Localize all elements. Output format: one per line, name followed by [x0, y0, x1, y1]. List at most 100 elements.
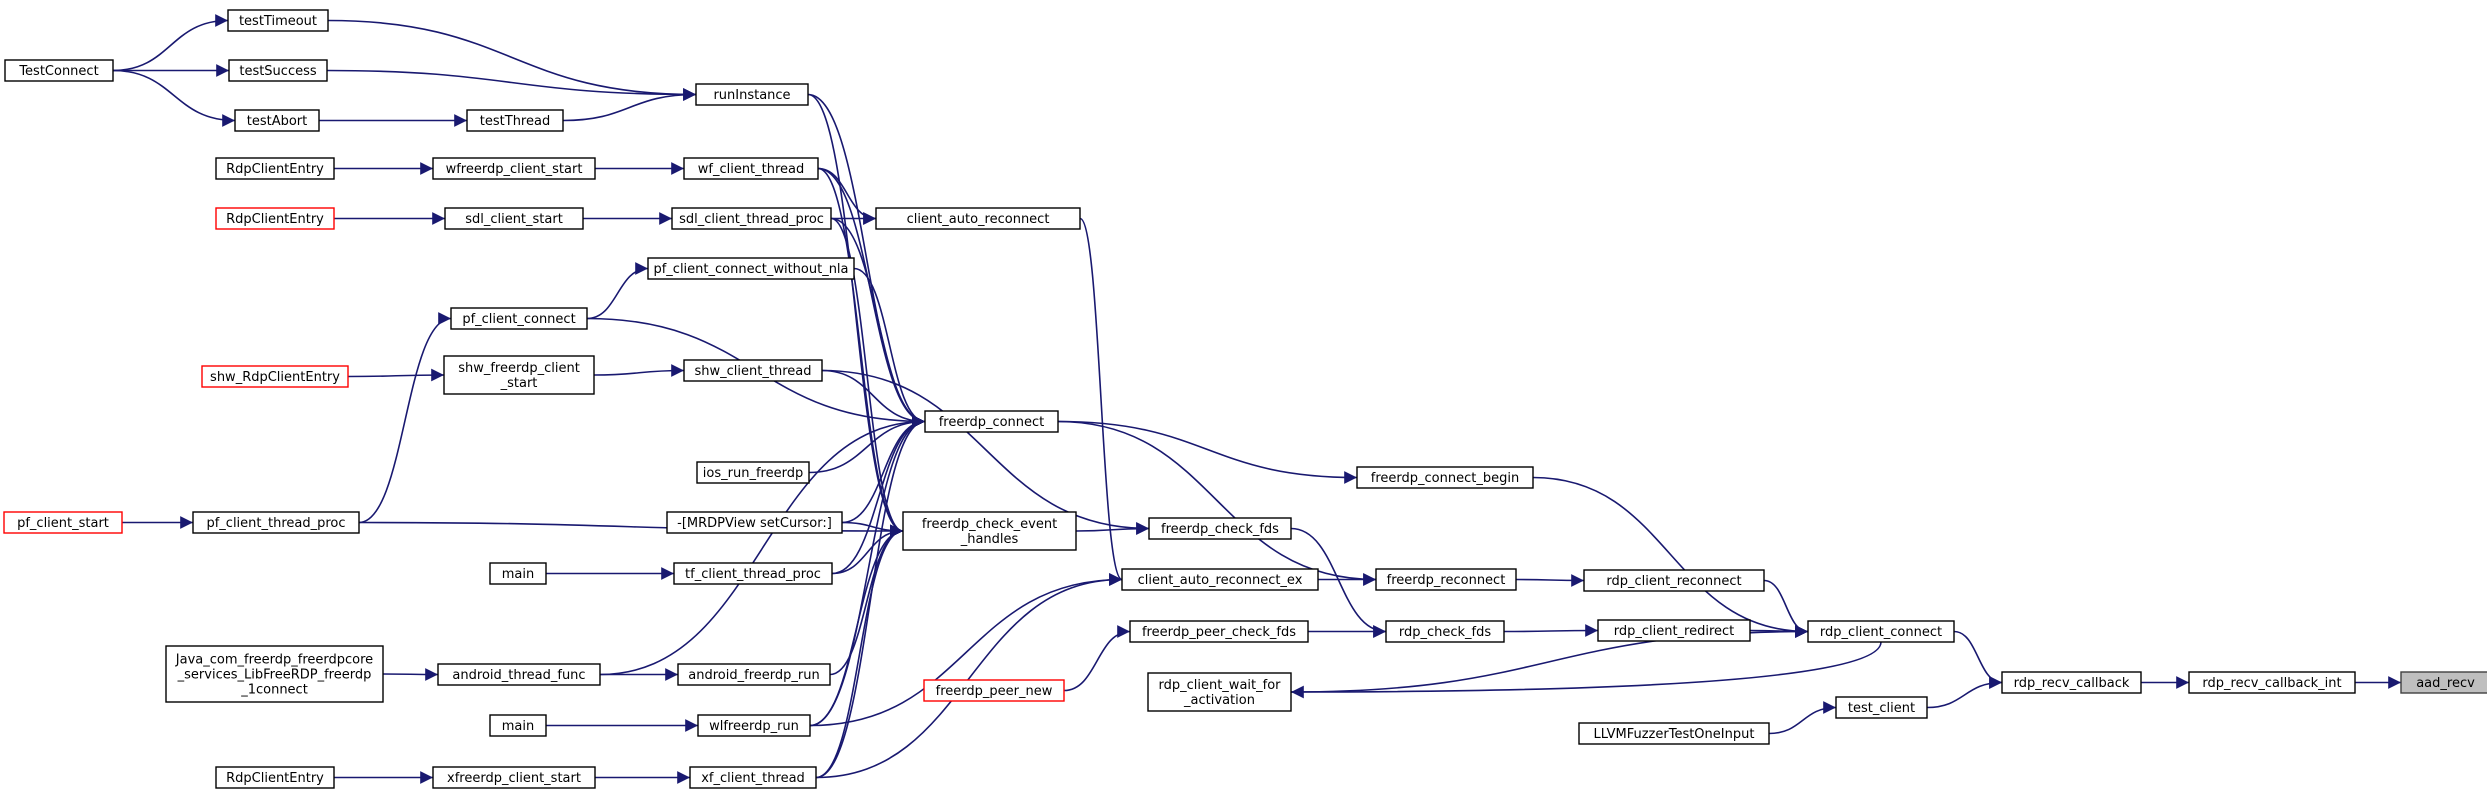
node-label: main — [502, 567, 534, 582]
node-client-auto-reconnect-ex[interactable]: client_auto_reconnect_ex — [1121, 568, 1319, 591]
node-label: testThread — [480, 114, 550, 129]
node-rdp-recv-callback-int[interactable]: rdp_recv_callback_int — [2188, 671, 2356, 694]
node-box — [227, 9, 329, 32]
node-main-tf[interactable]: main — [489, 562, 547, 585]
node-box — [697, 714, 811, 737]
node-test-client[interactable]: test_client — [1835, 696, 1928, 719]
node-label: ios_run_freerdp — [703, 466, 803, 481]
node-label: rdp_recv_callback — [2014, 676, 2130, 691]
node-box — [2188, 671, 2356, 694]
node-shw-rdpclient[interactable]: shw_RdpClientEntry — [201, 365, 349, 388]
node-sdl-client-start[interactable]: sdl_client_start — [444, 207, 584, 230]
node-box — [1129, 620, 1309, 643]
node-pf-client-thread-proc[interactable]: pf_client_thread_proc — [192, 511, 360, 534]
node-rdp-recv-callback[interactable]: rdp_recv_callback — [2001, 671, 2142, 694]
node-freerdp-connect-begin[interactable]: freerdp_connect_begin — [1356, 466, 1534, 489]
edge-freerdp_peer_new-to-freerdp_peer_check_fds — [1063, 625, 1131, 692]
edge-freerdp_connect-to-freerdp_reconnect — [1057, 420, 1377, 586]
node-freerdp-peer-check-fds[interactable]: freerdp_peer_check_fds — [1129, 620, 1309, 643]
edge-rdp_client_reconnect-to-rdp_client_connect — [1763, 579, 1809, 638]
node-android-thread-func[interactable]: android_thread_func — [437, 663, 601, 686]
node-xfreerdp-client-start[interactable]: xfreerdp_client_start — [432, 766, 596, 789]
node-box — [1578, 722, 1770, 745]
node-wf-client-thread[interactable]: wf_client_thread — [683, 157, 819, 180]
node-freerdp-peer-new[interactable]: freerdp_peer_new — [923, 679, 1065, 702]
node-freerdp-check-event-handles[interactable]: freerdp_check_event_handles — [902, 511, 1077, 551]
node-testThread[interactable]: testThread — [466, 109, 564, 132]
node-box — [1597, 619, 1751, 642]
node-box — [443, 355, 595, 395]
node-box — [683, 157, 819, 180]
node-label: testSuccess — [239, 64, 317, 79]
node-llvm-fuzzer[interactable]: LLVMFuzzerTestOneInput — [1578, 722, 1770, 745]
node-box — [924, 410, 1059, 433]
edge-TestConnect-to-testTimeout — [112, 14, 229, 72]
node-freerdp-check-fds[interactable]: freerdp_check_fds — [1148, 517, 1292, 540]
node-box — [1583, 569, 1765, 592]
edge-freerdp_reconnect-to-rdp_client_reconnect — [1515, 574, 1585, 587]
node-box — [201, 365, 349, 388]
node-box — [671, 207, 832, 230]
node-testAbort[interactable]: testAbort — [234, 109, 320, 132]
node-rdp-check-fds[interactable]: rdp_check_fds — [1385, 620, 1505, 643]
node-TestConnect[interactable]: TestConnect — [4, 59, 114, 82]
edge-tf_client_thread_proc-to-freerdp_connect — [831, 415, 926, 575]
node-rdp-client-redirect[interactable]: rdp_client_redirect — [1597, 619, 1751, 642]
node-testTimeout[interactable]: testTimeout — [227, 9, 329, 32]
node-rdp-client-connect[interactable]: rdp_client_connect — [1807, 620, 1955, 643]
node-rdpclient-xf[interactable]: RdpClientEntry — [215, 766, 335, 789]
node-label: android_thread_func — [452, 668, 585, 683]
edge-pf_client_connect_without_nla-to-freerdp_connect — [853, 267, 926, 428]
node-tf-client-thread-proc[interactable]: tf_client_thread_proc — [673, 562, 833, 585]
node-rdpclient-wf[interactable]: RdpClientEntry — [215, 157, 335, 180]
node-label: rdp_client_connect — [1820, 625, 1942, 640]
node-wlfreerdp-run[interactable]: wlfreerdp_run — [697, 714, 811, 737]
node-label: android_freerdp_run — [688, 668, 819, 683]
node-mrdpview-setcursor[interactable]: -[MRDPView setCursor:] — [666, 511, 843, 534]
node-box — [695, 83, 809, 106]
edge-wlfreerdp_run-to-freerdp_check_event_handles — [809, 524, 904, 727]
node-label: rdp_recv_callback_int — [2202, 676, 2341, 691]
node-rdpclient-sdl[interactable]: RdpClientEntry — [215, 207, 335, 230]
edge-shw_client_thread-to-freerdp_check_fds — [821, 369, 1150, 535]
edge-shw_freerdp_client_start-to-shw_client_thread — [593, 364, 685, 377]
edge-pf_client_connect-to-pf_client_connect_without_nla — [586, 262, 649, 320]
node-label: _services_LibFreeRDP_freerdp — [177, 668, 372, 683]
node-testSuccess[interactable]: testSuccess — [228, 59, 328, 82]
edge-xf_client_thread-to-client_auto_reconnect_ex — [815, 573, 1123, 779]
node-pf-client-start[interactable]: pf_client_start — [3, 511, 123, 534]
node-pf-client-connect[interactable]: pf_client_connect — [450, 307, 588, 330]
node-freerdp-connect[interactable]: freerdp_connect — [924, 410, 1059, 433]
node-xf-client-thread[interactable]: xf_client_thread — [689, 766, 817, 789]
node-pf-client-connect-without-nla[interactable]: pf_client_connect_without_nla — [647, 257, 855, 280]
edge-shw_rdpclient-to-shw_freerdp_client_start — [347, 368, 445, 382]
edge-shw_client_thread-to-freerdp_connect — [821, 369, 926, 428]
node-freerdp-reconnect[interactable]: freerdp_reconnect — [1375, 568, 1517, 591]
node-shw-freerdp-client-start[interactable]: shw_freerdp_client_start — [443, 355, 595, 395]
node-runInstance[interactable]: runInstance — [695, 83, 809, 106]
node-client-auto-reconnect[interactable]: client_auto_reconnect — [875, 207, 1081, 230]
node-ios-run-freerdp[interactable]: ios_run_freerdp — [696, 461, 810, 484]
edge-wlfreerdp_run-to-client_auto_reconnect_ex — [809, 573, 1123, 727]
node-box — [432, 766, 596, 789]
edge-rdp_client_connect-to-rdp_client_wait_for_activation — [1290, 641, 1882, 699]
node-label: LLVMFuzzerTestOneInput — [1594, 727, 1755, 742]
node-rdp-client-wait-for-activation[interactable]: rdp_client_wait_for_activation — [1147, 672, 1292, 712]
node-label: xfreerdp_client_start — [447, 771, 581, 786]
node-box — [2400, 671, 2487, 694]
node-label: wlfreerdp_run — [709, 719, 799, 734]
node-label: shw_freerdp_client — [458, 361, 580, 376]
node-box — [215, 157, 335, 180]
node-sdl-client-thread-proc[interactable]: sdl_client_thread_proc — [671, 207, 832, 230]
node-wfreerdp-client-start[interactable]: wfreerdp_client_start — [432, 157, 596, 180]
node-android-freerdp-run[interactable]: android_freerdp_run — [677, 663, 831, 686]
node-main-wl[interactable]: main — [489, 714, 547, 737]
node-label: rdp_client_reconnect — [1606, 574, 1741, 589]
node-java-connect[interactable]: Java_com_freerdp_freerdpcore_services_Li… — [165, 645, 384, 703]
node-box — [683, 359, 823, 382]
node-shw-client-thread[interactable]: shw_client_thread — [683, 359, 823, 382]
node-rdp-client-reconnect[interactable]: rdp_client_reconnect — [1583, 569, 1765, 592]
node-box — [1148, 517, 1292, 540]
node-aad-recv[interactable]: aad_recv — [2400, 671, 2487, 694]
